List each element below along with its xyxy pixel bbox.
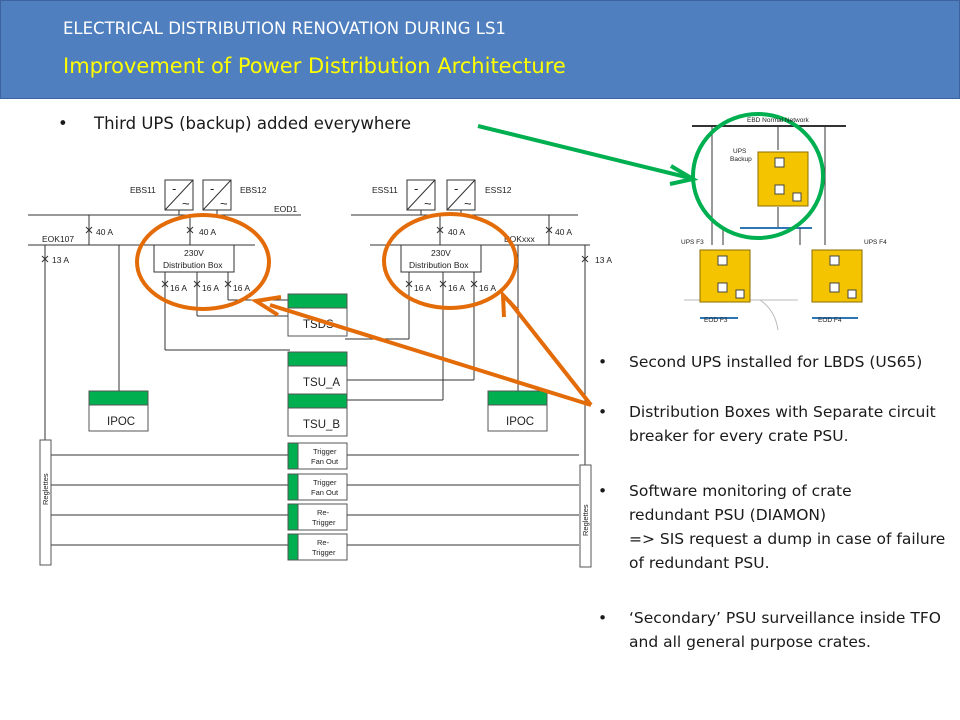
label-13a-left: 13 A xyxy=(52,255,69,265)
label-eokxxx: EOKxxx xyxy=(504,234,535,244)
label-40a-1: 40 A xyxy=(96,227,113,237)
green-highlight-ellipse xyxy=(691,112,825,240)
tsu-a-label: TSU_A xyxy=(303,377,340,389)
label-ess12: ESS12 xyxy=(485,185,512,195)
bullet-secondary-psu: • ‘Secondary’ PSU surveillance inside TF… xyxy=(598,606,949,654)
inset-ups-f4-label: UPS F4 xyxy=(864,239,887,246)
label-eod1: EOD1 xyxy=(274,204,297,214)
box-left-voltage: 230V xyxy=(184,248,204,258)
reglettes-left xyxy=(39,439,52,566)
label-ess11: ESS11 xyxy=(372,185,398,195)
bullet-dot: • xyxy=(598,353,608,371)
bullet-text: => SIS request a dump in case of failure… xyxy=(629,530,946,572)
inset-ups-f3-label: UPS F3 xyxy=(681,239,704,246)
label-40a-3: 40 A xyxy=(448,227,465,237)
bullet-distribution-boxes: • Distribution Boxes with Separate circu… xyxy=(598,400,949,448)
box-right-voltage: 230V xyxy=(431,248,451,258)
arrow-to-left-box xyxy=(269,303,592,407)
conv2-dc: - xyxy=(210,181,214,196)
bullet-text: Second UPS installed for LBDS (US65) xyxy=(629,353,923,371)
retrigger-1-line1: Re- xyxy=(317,508,330,517)
bullet-text: ‘Secondary’ PSU surveillance inside TFO … xyxy=(629,609,941,651)
bullet-text: Software monitoring of crate redundant P… xyxy=(629,482,852,524)
ipoc-right-label: IPOC xyxy=(506,416,534,428)
label-16a-6: 16 A xyxy=(479,283,496,293)
ipoc-left-label: IPOC xyxy=(107,416,135,428)
bullet-dot: • xyxy=(598,609,608,627)
retrigger-2-line2: Trigger xyxy=(312,548,336,557)
trigger-1-line1: Trigger xyxy=(313,447,337,456)
distribution-box-left xyxy=(153,244,235,273)
label-ebs12: EBS12 xyxy=(240,185,267,195)
bullet-sis-request: => SIS request a dump in case of failure… xyxy=(629,527,949,575)
bullet-dot: • xyxy=(598,403,608,421)
reglettes-right-label: Reglettes xyxy=(581,504,590,536)
inset-network-label: EBD Normal Network xyxy=(747,117,810,124)
conv3-dc: - xyxy=(414,181,418,196)
arrowhead-right xyxy=(500,289,520,318)
trigger-2-line2: Fan Out xyxy=(311,488,339,497)
bullet-dot: • xyxy=(58,114,68,133)
reglettes-right xyxy=(579,464,592,568)
reglettes-left-label: Reglettes xyxy=(41,473,50,505)
bullet-lbds: • Second UPS installed for LBDS (US65) xyxy=(598,350,959,374)
label-40a-2: 40 A xyxy=(199,227,216,237)
label-13a-right: 13 A xyxy=(595,255,612,265)
arrowhead-left xyxy=(250,295,282,317)
slide-subtitle: Improvement of Power Distribution Archit… xyxy=(63,54,566,78)
tsu-b-label: TSU_B xyxy=(303,419,340,431)
label-16a-5: 16 A xyxy=(448,283,465,293)
bullet-software-monitoring: • Software monitoring of crate redundant… xyxy=(598,479,899,527)
conv2-ac: ~ xyxy=(220,196,228,211)
label-16a-4: 16 A xyxy=(414,283,431,293)
trigger-2-line1: Trigger xyxy=(313,478,337,487)
highlight-ellipse-right xyxy=(382,212,518,310)
trigger-1-line2: Fan Out xyxy=(311,457,339,466)
conv4-dc: - xyxy=(454,181,458,196)
distribution-box-right xyxy=(400,244,482,273)
conv1-dc: - xyxy=(172,181,176,196)
label-eok107: EOK107 xyxy=(42,234,74,244)
retrigger-1-line2: Trigger xyxy=(312,518,336,527)
highlight-ellipse-left xyxy=(135,213,271,311)
title-bar: ELECTRICAL DISTRIBUTION RENOVATION DURIN… xyxy=(0,0,960,99)
box-left-name: Distribution Box xyxy=(163,260,223,270)
bullet-dot: • xyxy=(598,482,608,500)
conv4-ac: ~ xyxy=(464,196,472,211)
label-16a-3: 16 A xyxy=(233,283,250,293)
label-16a-1: 16 A xyxy=(170,283,187,293)
main-bullet-text: Third UPS (backup) added everywhere xyxy=(94,114,412,133)
label-16a-2: 16 A xyxy=(202,283,219,293)
inset-ups-label: UPS xyxy=(733,148,747,155)
conv1-ac: ~ xyxy=(182,196,190,211)
bullet-text: Distribution Boxes with Separate circuit… xyxy=(629,403,936,445)
label-ebs11: EBS11 xyxy=(130,185,156,195)
slide-title: ELECTRICAL DISTRIBUTION RENOVATION DURIN… xyxy=(63,19,506,38)
main-bullet: • Third UPS (backup) added everywhere xyxy=(58,112,412,136)
inset-backup-label: Backup xyxy=(730,156,752,163)
inset-eod-f3-label: EOD F3 xyxy=(704,317,728,324)
green-arrow xyxy=(477,124,691,180)
conv3-ac: ~ xyxy=(424,196,432,211)
retrigger-2-line1: Re- xyxy=(317,538,330,547)
arrow-to-right-box xyxy=(507,299,593,407)
label-40a-4: 40 A xyxy=(555,227,572,237)
box-right-name: Distribution Box xyxy=(409,260,469,270)
inset-eod-f4-label: EOD F4 xyxy=(818,317,842,324)
